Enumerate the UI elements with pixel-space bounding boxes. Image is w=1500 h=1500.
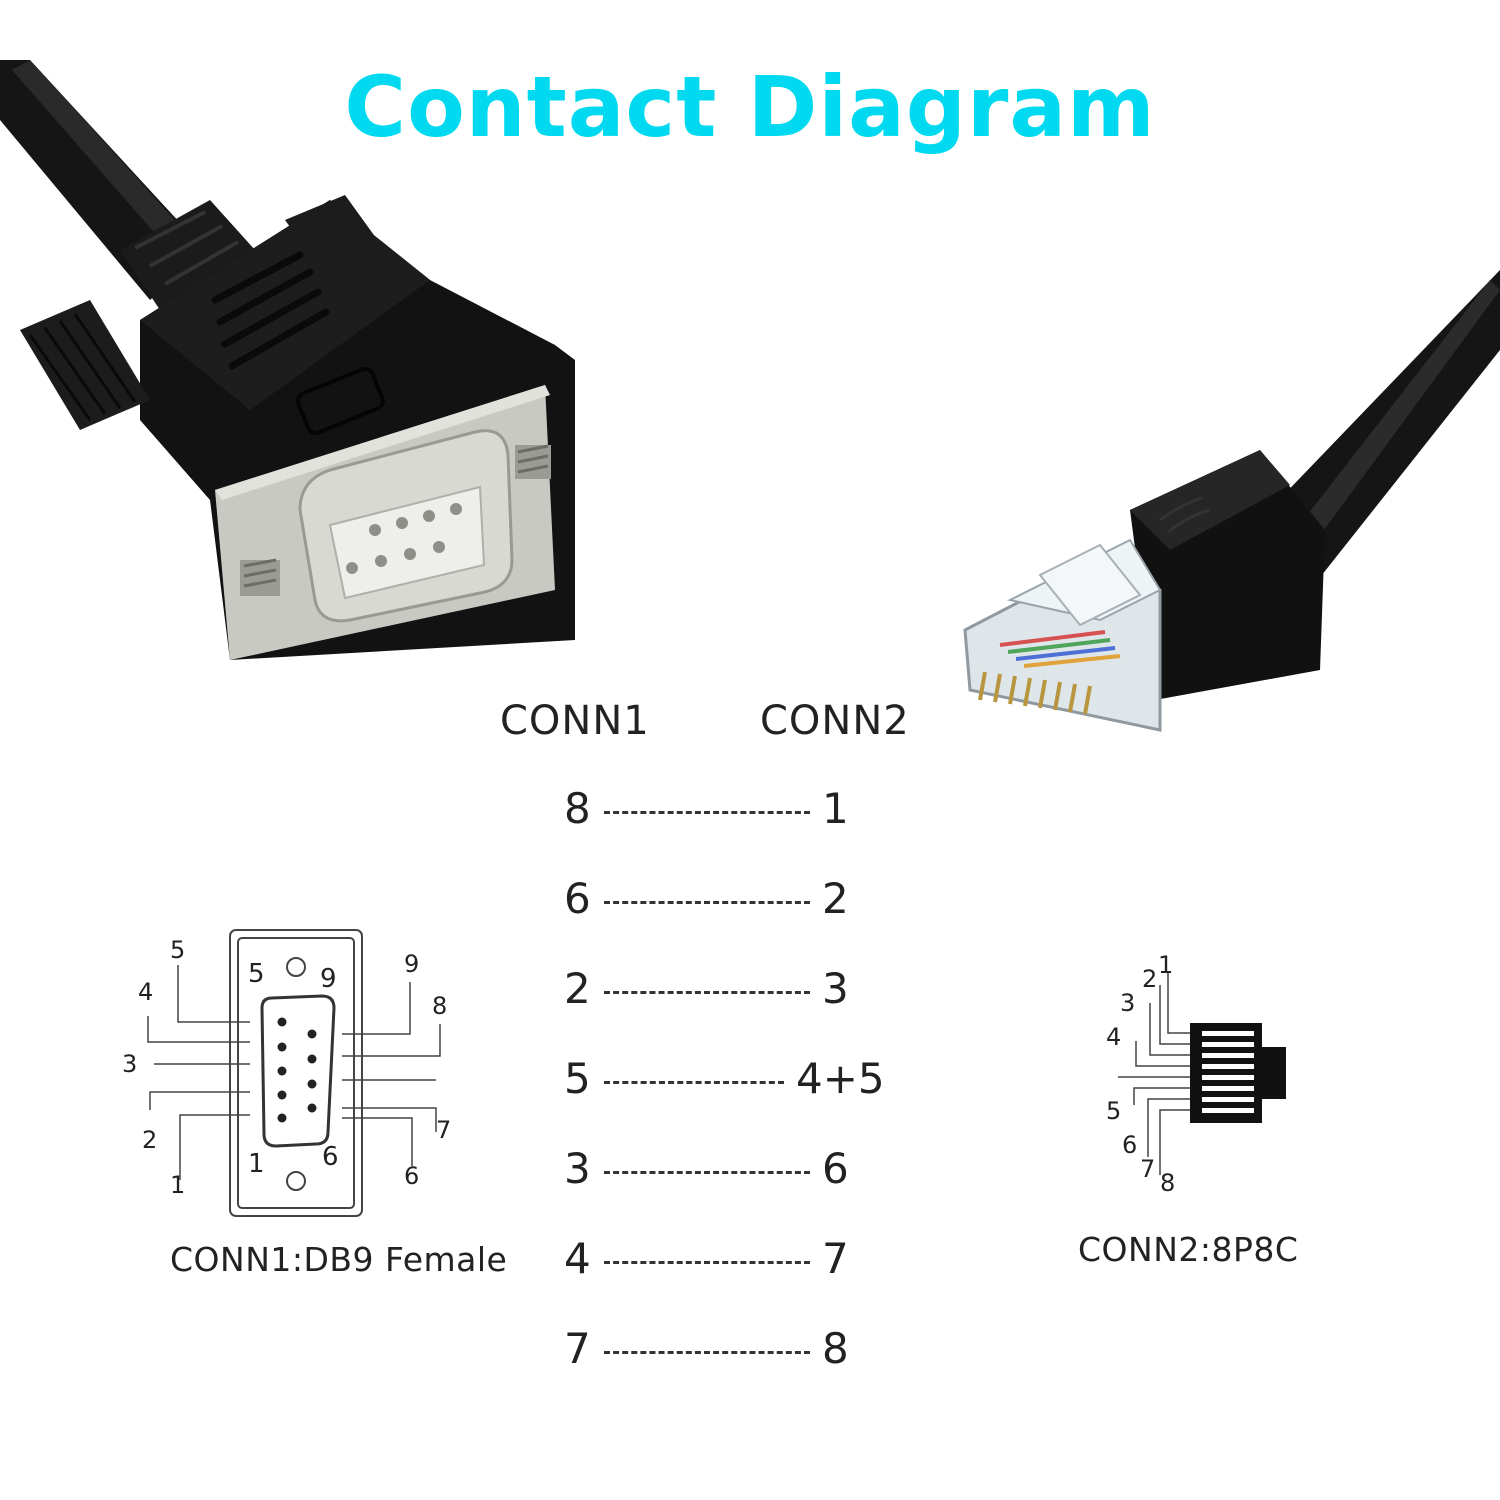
conn2-pin: 3 [822, 964, 849, 1013]
conn1-pin: 3 [564, 1144, 591, 1193]
mapping-row: 3 6 [560, 1140, 900, 1200]
rj45-pin-label: 8 [1160, 1169, 1175, 1197]
conn2-pin: 7 [822, 1234, 849, 1283]
conn1-pin: 5 [564, 1054, 591, 1103]
page-title: Contact Diagram [344, 58, 1156, 156]
connection-line [604, 901, 810, 904]
outer-pin-label: 5 [170, 936, 185, 964]
connection-line [604, 1081, 784, 1084]
db9-caption: CONN1:DB9 Female [170, 1240, 508, 1279]
rj45-pin-label: 4 [1106, 1023, 1121, 1051]
inner-pin-label: 6 [322, 1142, 339, 1172]
connection-line [604, 1171, 810, 1174]
rj45-pin-label: 2 [1142, 965, 1157, 993]
rj45-pin-label: 5 [1106, 1097, 1121, 1125]
conn1-pin: 6 [564, 874, 591, 923]
conn2-pin: 8 [822, 1324, 849, 1373]
outer-pin-label: 6 [404, 1162, 419, 1190]
rj45-pin-label: 3 [1120, 989, 1135, 1017]
outer-pin-label: 4 [138, 978, 153, 1006]
rj45-pin-label: 1 [1158, 951, 1173, 979]
connection-line [604, 991, 810, 994]
conn2-pin: 6 [822, 1144, 849, 1193]
db9-pinout-diagram: 5 9 1 6 5 4 3 2 1 9 8 7 6 [122, 929, 451, 1217]
inner-pin-label: 5 [248, 959, 265, 989]
outer-pin-label: 7 [436, 1116, 451, 1144]
inner-pin-label: 1 [248, 1149, 265, 1179]
outer-pin-label: 9 [404, 950, 419, 978]
conn2-header: CONN2 [760, 698, 910, 744]
connection-line [604, 1351, 810, 1354]
mapping-row: 4 7 [560, 1230, 900, 1290]
outer-pin-label: 8 [432, 992, 447, 1020]
rj45-connector-photo [963, 270, 1500, 732]
db9-connector-photo [0, 60, 575, 660]
outer-pin-label: 2 [142, 1126, 157, 1154]
mapping-row: 2 3 [560, 960, 900, 1020]
mount-hole [286, 1171, 306, 1191]
mapping-row: 8 1 [560, 780, 900, 840]
connection-line [604, 1261, 810, 1264]
mount-hole [286, 957, 306, 977]
rj45-pin-label: 6 [1122, 1131, 1137, 1159]
mapping-row: 7 8 [560, 1320, 900, 1380]
conn2-pin: 2 [822, 874, 849, 923]
outer-pin-label: 3 [122, 1050, 137, 1078]
conn1-header: CONN1 [500, 698, 650, 744]
conn1-pin: 8 [564, 784, 591, 833]
conn1-pin: 2 [564, 964, 591, 1013]
inner-pin-label: 9 [320, 964, 337, 994]
conn2-pin: 4+5 [796, 1054, 885, 1103]
rj45-pin-label: 7 [1140, 1155, 1155, 1183]
mapping-row: 5 4+5 [560, 1050, 900, 1110]
conn2-pin: 1 [822, 784, 849, 833]
conn1-pin: 7 [564, 1324, 591, 1373]
rj45-caption: CONN2:8P8C [1078, 1230, 1299, 1269]
mapping-row: 6 2 [560, 870, 900, 930]
rj45-pinout-diagram: 1 2 3 4 5 6 7 8 [1106, 951, 1286, 1197]
conn1-pin: 4 [564, 1234, 591, 1283]
connection-line [604, 811, 810, 814]
outer-pin-label: 1 [170, 1171, 185, 1199]
